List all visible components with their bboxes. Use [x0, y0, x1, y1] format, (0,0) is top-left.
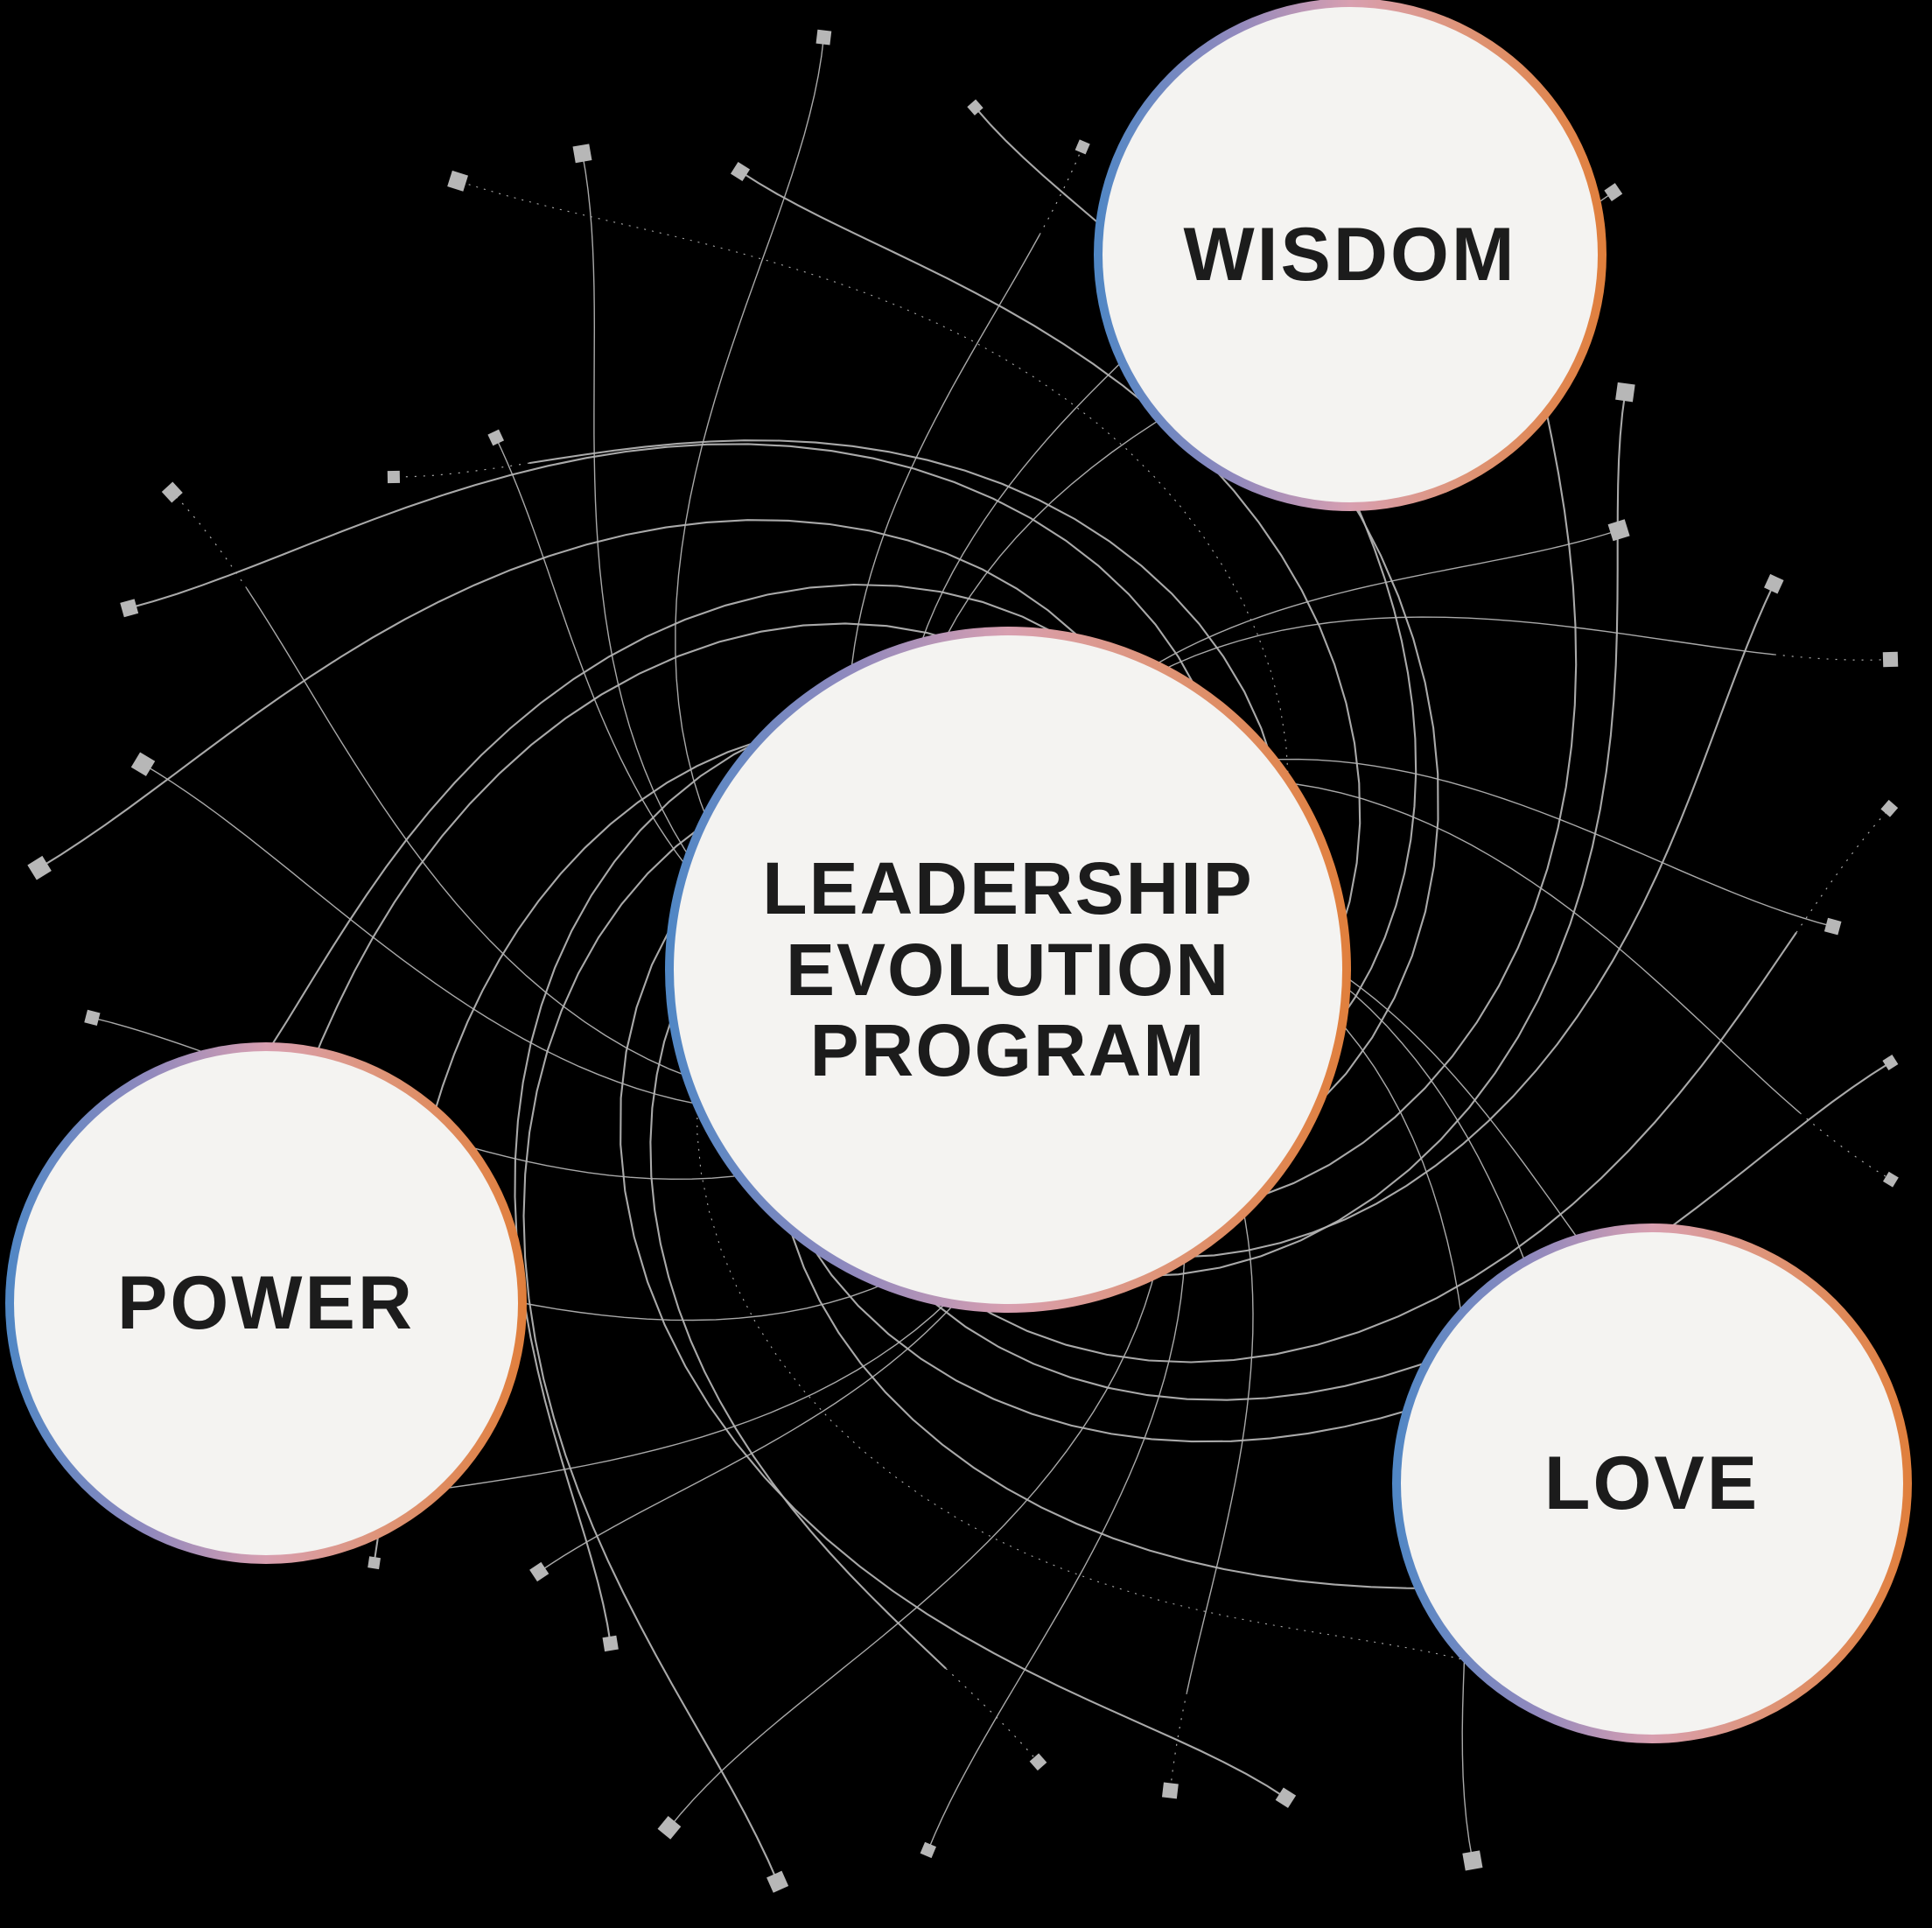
square-dot	[1604, 183, 1623, 202]
square-dot	[368, 1556, 381, 1570]
square-dot	[161, 481, 183, 503]
square-dot	[1161, 1782, 1179, 1799]
square-dot	[1074, 139, 1090, 155]
square-dot	[1882, 651, 1899, 668]
square-dot	[487, 429, 505, 446]
square-dot	[1275, 1787, 1297, 1808]
node-wisdom-face: WISDOM	[1102, 7, 1598, 502]
square-dot	[730, 161, 751, 182]
square-dot	[967, 99, 984, 116]
square-dot	[120, 599, 139, 618]
spiral-arm	[172, 492, 248, 589]
square-dot	[1764, 573, 1784, 594]
node-wisdom: WISDOM	[1094, 0, 1606, 511]
square-dot	[1029, 1753, 1047, 1771]
square-dot	[1882, 1171, 1899, 1188]
square-dot	[766, 1870, 789, 1893]
square-dot	[572, 144, 592, 164]
square-dot	[920, 1841, 936, 1859]
spiral-arm	[1774, 654, 1891, 661]
node-love-face: LOVE	[1401, 1232, 1903, 1735]
center-label-line2: EVOLUTION	[785, 928, 1230, 1011]
wisdom-label: WISDOM	[1183, 212, 1517, 297]
spiral-arm	[1796, 808, 1890, 933]
power-label: POWER	[117, 1260, 415, 1345]
square-dot	[130, 752, 156, 776]
center-label: LEADERSHIP EVOLUTION PROGRAM	[762, 847, 1254, 1092]
spiral-arm	[1799, 1112, 1892, 1181]
node-love: LOVE	[1392, 1223, 1912, 1743]
center-label-line1: LEADERSHIP	[762, 847, 1254, 930]
square-dot	[1824, 917, 1842, 936]
square-dot	[657, 1816, 682, 1840]
square-dot	[1615, 382, 1635, 403]
node-power-face: POWER	[14, 1051, 518, 1555]
square-dot	[84, 1009, 101, 1027]
square-dot	[1462, 1850, 1483, 1871]
node-power: POWER	[5, 1042, 527, 1564]
square-dot	[1880, 799, 1899, 817]
square-dot	[529, 1561, 550, 1582]
love-label: LOVE	[1544, 1441, 1760, 1525]
spiral-arm	[945, 1668, 1039, 1763]
square-dot	[1607, 519, 1630, 542]
square-dot	[447, 170, 469, 192]
node-center: LEADERSHIP EVOLUTION PROGRAM	[665, 627, 1351, 1313]
spiral-arm	[675, 37, 825, 940]
center-label-line3: PROGRAM	[809, 1009, 1207, 1092]
square-dot	[816, 29, 832, 46]
square-dot	[602, 1635, 619, 1652]
node-center-face: LEADERSHIP EVOLUTION PROGRAM	[674, 635, 1342, 1304]
square-dot	[387, 470, 401, 484]
square-dot	[27, 855, 52, 880]
square-dot	[1882, 1055, 1899, 1070]
